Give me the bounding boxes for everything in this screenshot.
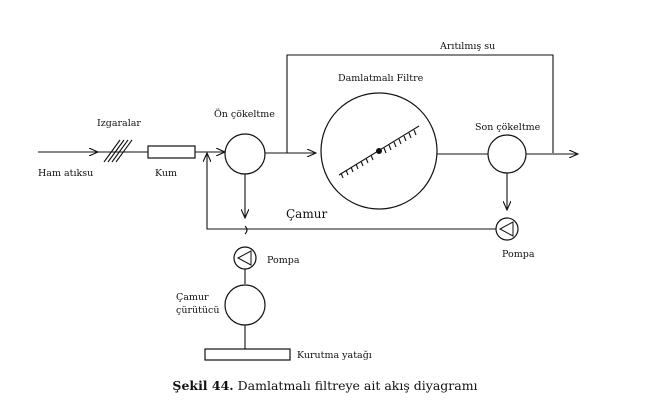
caption-number: Şekil 44. <box>172 378 234 393</box>
label-sludge: Çamur <box>286 207 327 221</box>
label-digester-1: Çamur <box>176 292 209 303</box>
sludge-return-line <box>207 153 496 230</box>
label-raw-wastewater: Ham atıksu <box>38 168 93 179</box>
label-treated-water: Arıtılmış su <box>439 41 495 52</box>
label-grit: Kum <box>155 168 177 179</box>
screens-symbol <box>103 139 133 163</box>
label-secondary: Son çökeltme <box>475 122 541 133</box>
label-digester-2: çürütücü <box>176 305 219 316</box>
label-screens: Izgaralar <box>97 118 141 129</box>
secondary-clarifier <box>487 134 527 174</box>
label-primary: Ön çökeltme <box>214 108 275 120</box>
drying-bed <box>204 348 291 361</box>
label-pump-left: Pompa <box>267 255 300 266</box>
label-pump-right: Pompa <box>502 249 535 260</box>
label-drying-bed: Kurutma yatağı <box>297 350 372 361</box>
trickling-filter <box>320 92 438 210</box>
figure-caption: Şekil 44. Damlatmalı filtreye ait akış d… <box>0 378 650 393</box>
primary-clarifier <box>224 133 266 175</box>
sludge-digester <box>224 284 266 326</box>
grit-chamber <box>147 145 196 159</box>
label-filter: Damlatmalı Filtre <box>338 73 424 84</box>
recycle-loop-line <box>286 54 554 153</box>
caption-text: Damlatmalı filtreye ait akış diyagramı <box>237 378 478 393</box>
